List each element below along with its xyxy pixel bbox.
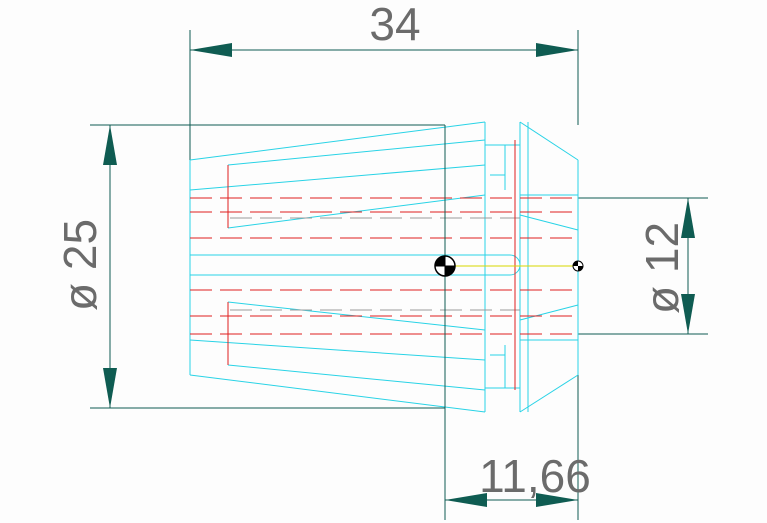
dim-bore-diameter: ø 12 (636, 222, 688, 314)
dim-overall-length: 34 (369, 0, 420, 50)
hidden-lines (190, 197, 578, 335)
center-mark-large (434, 255, 456, 277)
hidden-verticals (227, 140, 516, 390)
dimension-arrows (103, 43, 695, 507)
dim-offset: 11,66 (479, 450, 591, 502)
dim-outer-diameter: ø 25 (54, 219, 106, 311)
hidden-lines-alt (230, 217, 520, 311)
center-mark-small (572, 260, 584, 272)
